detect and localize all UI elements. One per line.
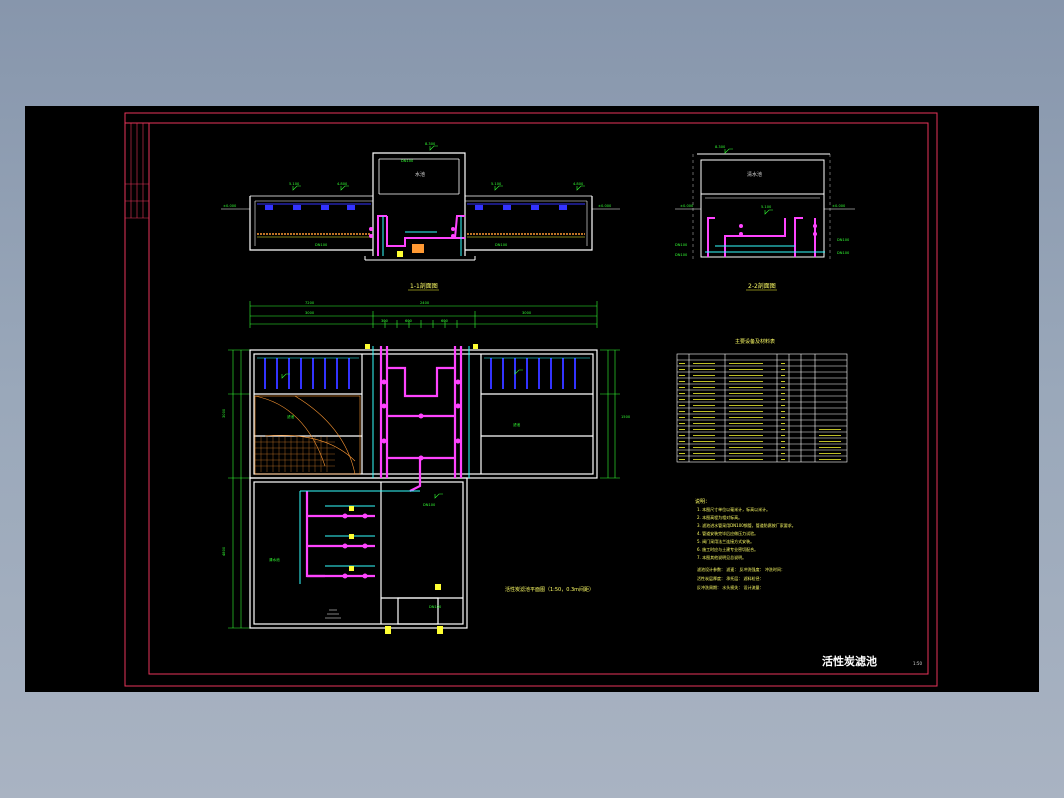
note-line: 2. 本图高程为相对标高。 <box>697 514 742 520</box>
svg-text:DN100: DN100 <box>837 251 850 255</box>
note-line: 6. 施工时应与土建专业密切配合。 <box>697 546 758 552</box>
svg-text:2400: 2400 <box>420 301 430 305</box>
svg-text:5.100: 5.100 <box>761 205 772 209</box>
svg-text:DN100: DN100 <box>675 243 688 247</box>
svg-text:300: 300 <box>381 319 389 323</box>
svg-text:3000: 3000 <box>305 311 315 315</box>
svg-text:600: 600 <box>405 319 413 323</box>
svg-text:8.300: 8.300 <box>425 142 436 146</box>
svg-text:8.300: 8.300 <box>715 145 726 149</box>
svg-text:DN100: DN100 <box>429 605 442 609</box>
drawing-scale: 1:50 <box>913 661 922 666</box>
section-1-title: 1-1剖面图 <box>410 282 438 290</box>
svg-text:5.100: 5.100 <box>289 182 300 186</box>
section-2-tank-label: 清水池 <box>747 171 762 178</box>
note-param-line: 活性炭层厚度： 承托层： 滤料粒径： <box>697 575 764 581</box>
svg-text:4.800: 4.800 <box>337 182 348 186</box>
note-line: 7. 本图其他说明见总说明。 <box>697 554 746 560</box>
plan-view: 7200 3000 3000 2400 300 600 600 3000 4800 15… <box>222 301 631 634</box>
binding-strip <box>125 123 149 219</box>
svg-text:DN100: DN100 <box>837 238 850 242</box>
svg-text:DN100: DN100 <box>675 253 688 257</box>
notes-title: 说明： <box>695 498 710 505</box>
table-title: 主要设备及材料表 <box>735 338 775 345</box>
note-param-line: 反冲洗周期： 水头损失： 设计流量： <box>697 584 764 590</box>
svg-text:±0.000: ±0.000 <box>680 204 694 208</box>
svg-text:DN100: DN100 <box>423 503 436 507</box>
equipment-table: 主要设备及材料表 <box>676 338 848 463</box>
plan-title: 活性炭滤池平面图（1:50，0.3m间距） <box>505 586 594 593</box>
note-line: 4. 管道安装完毕后应做压力试验。 <box>697 530 758 536</box>
svg-text:±0.000: ±0.000 <box>832 204 846 208</box>
cad-viewport[interactable]: 5.100 4.800 5.100 4.800 8.300 DN100 ±0.000… <box>25 106 1039 692</box>
svg-text:5.100: 5.100 <box>491 182 502 186</box>
note-param-line: 滤池设计参数： 滤速： 反冲洗强度： 冲洗时间： <box>697 566 785 572</box>
svg-text:±0.000: ±0.000 <box>598 204 612 208</box>
notes-block: 说明： 1. 本图尺寸单位以毫米计，标高以米计。 2. 本图高程为相对标高。 3. … <box>695 498 796 590</box>
section-1-1: 5.100 4.800 5.100 4.800 8.300 DN100 ±0.000… <box>221 142 620 291</box>
svg-text:3000: 3000 <box>222 408 226 418</box>
note-line: 1. 本图尺寸单位以毫米计，标高以米计。 <box>697 506 770 512</box>
svg-text:DN100: DN100 <box>495 243 508 247</box>
svg-text:7200: 7200 <box>305 301 315 305</box>
section-1-tank-label: 水池 <box>415 171 425 178</box>
svg-text:DN100: DN100 <box>401 159 414 163</box>
svg-text:3000: 3000 <box>522 311 532 315</box>
svg-text:滤池: 滤池 <box>513 422 521 427</box>
cad-drawing: 5.100 4.800 5.100 4.800 8.300 DN100 ±0.000… <box>124 112 938 687</box>
svg-text:4.800: 4.800 <box>573 182 584 186</box>
svg-text:600: 600 <box>441 319 449 323</box>
svg-text:±0.000: ±0.000 <box>223 204 237 208</box>
drawing-name: 活性炭滤池 <box>822 654 877 668</box>
note-line: 3. 滤池进水管采用DN100钢管，管道防腐按厂家要求。 <box>697 522 796 528</box>
svg-text:4800: 4800 <box>222 546 226 556</box>
svg-text:清水池: 清水池 <box>269 557 280 562</box>
svg-text:DN100: DN100 <box>315 243 328 247</box>
svg-text:1500: 1500 <box>621 415 631 419</box>
svg-text:滤池: 滤池 <box>287 414 295 419</box>
section-2-title: 2-2剖面图 <box>748 282 776 290</box>
note-line: 5. 阀门采用法兰连接方式安装。 <box>697 538 754 544</box>
